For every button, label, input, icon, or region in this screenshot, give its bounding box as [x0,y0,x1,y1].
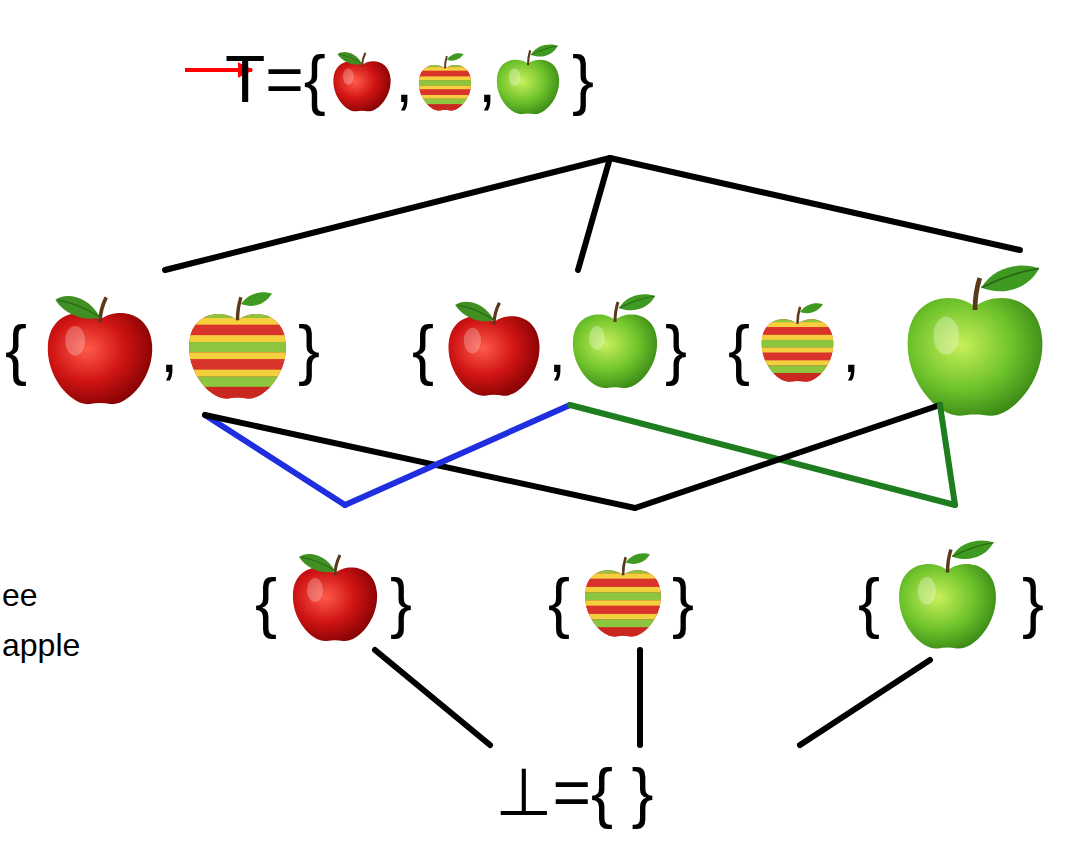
lattice-edge [637,650,643,745]
red-apple [333,52,390,111]
set-text: , [548,316,566,382]
set-node: {, [725,250,1086,405]
set-text: , [395,46,413,112]
set-text: { [858,569,880,635]
green-apple [908,265,1043,415]
set-node: {} [850,505,1070,660]
set-text: , [478,46,496,112]
set-text: } [672,569,694,635]
set-text: { [548,569,570,635]
set-text: { [255,569,277,635]
cut-off-caption: apple [2,626,80,664]
set-text: } [572,46,594,112]
lattice-edge [940,405,955,505]
lattice-edge [800,660,930,745]
red-apple [293,554,377,641]
lattice-edge [375,650,490,745]
set-node: {} [250,505,435,650]
set-node: {} [540,508,720,650]
set-node: {,} [3,270,335,415]
set-text: { [728,316,750,382]
sliced-apple [414,51,476,113]
set-text: } [390,569,412,635]
lattice-edge [635,405,940,508]
set-node: T={,,} [220,20,612,158]
set-text: ⊥={ } [495,759,653,825]
red-apple [48,296,152,404]
lattice-edge [578,158,610,270]
set-node: ⊥={ } [480,745,815,840]
set-text: } [298,316,320,382]
set-text: { [5,316,27,382]
lattice-edge [610,158,1020,250]
green-apple [899,541,996,649]
set-text: , [160,316,178,382]
cut-off-caption: ee [2,576,38,614]
green-apple [497,45,559,115]
set-text: { [412,316,434,382]
set-text: , [842,316,860,382]
lattice-edge [165,158,610,270]
sliced-apple [755,300,840,385]
lattice-edge [345,405,570,505]
set-node: {,} [410,270,695,405]
set-text: T={ [225,46,326,112]
set-text: } [1022,569,1044,635]
lattice-edge [205,415,635,508]
set-text: } [665,316,687,382]
green-apple [573,294,657,388]
sliced-apple [180,288,295,403]
red-apple [449,302,540,396]
sliced-apple [578,550,668,640]
